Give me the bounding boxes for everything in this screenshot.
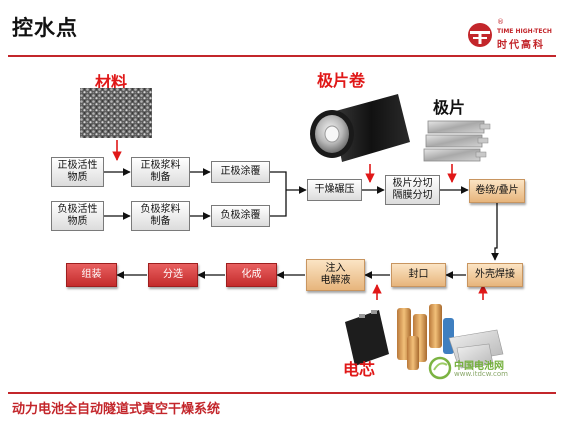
node-formation: 化成 xyxy=(226,263,277,287)
node-sealing: 封口 xyxy=(391,263,446,287)
battery-cells-photo xyxy=(345,304,504,370)
logo-english-name: TIME HIGH-TECH xyxy=(497,28,552,35)
node-positive-slurry-prep: 正极浆料制备 xyxy=(131,157,190,187)
node-assembly: 组装 xyxy=(66,263,117,287)
node-electrolyte-injection: 注入电解液 xyxy=(306,259,365,291)
footer-divider xyxy=(8,392,556,394)
node-positive-coating: 正极涂覆 xyxy=(211,161,270,183)
node-case-welding: 外壳焊接 xyxy=(467,263,523,287)
watermark-url: www.itdcw.com xyxy=(454,370,508,378)
node-positive-active-material: 正极活性物质 xyxy=(51,157,104,187)
label-electrode-roll: 极片卷 xyxy=(317,71,366,90)
material-powder-photo xyxy=(80,88,152,138)
electrode-roll-photo xyxy=(310,94,410,162)
footer-caption: 动力电池全自动隧道式真空干燥系统 xyxy=(12,402,221,417)
logo-registered-mark: ® xyxy=(497,18,504,26)
logo-chinese-name: 时代高科 xyxy=(497,40,545,51)
node-winding-stacking: 卷绕/叠片 xyxy=(469,179,525,203)
node-negative-slurry-prep: 负极浆料制备 xyxy=(131,201,190,231)
node-electrode-separator-cutting: 极片分切隔膜分切 xyxy=(385,175,440,205)
page-title: 控水点 xyxy=(12,16,78,40)
header-divider xyxy=(8,55,556,57)
label-battery-cell: 电芯 xyxy=(343,360,376,379)
watermark-text: 中国电池网 xyxy=(454,361,504,372)
node-sorting: 分选 xyxy=(148,263,198,287)
label-material: 材料 xyxy=(95,73,128,92)
node-negative-active-material: 负极活性物质 xyxy=(51,201,104,231)
node-negative-coating: 负极涂覆 xyxy=(211,205,270,227)
node-drying-rolling: 干燥碾压 xyxy=(307,179,362,201)
company-logo-icon xyxy=(468,23,492,47)
watermark-logo-icon xyxy=(428,356,452,380)
electrode-sheet-photo xyxy=(423,120,491,162)
label-electrode-sheet: 极片 xyxy=(433,98,466,117)
